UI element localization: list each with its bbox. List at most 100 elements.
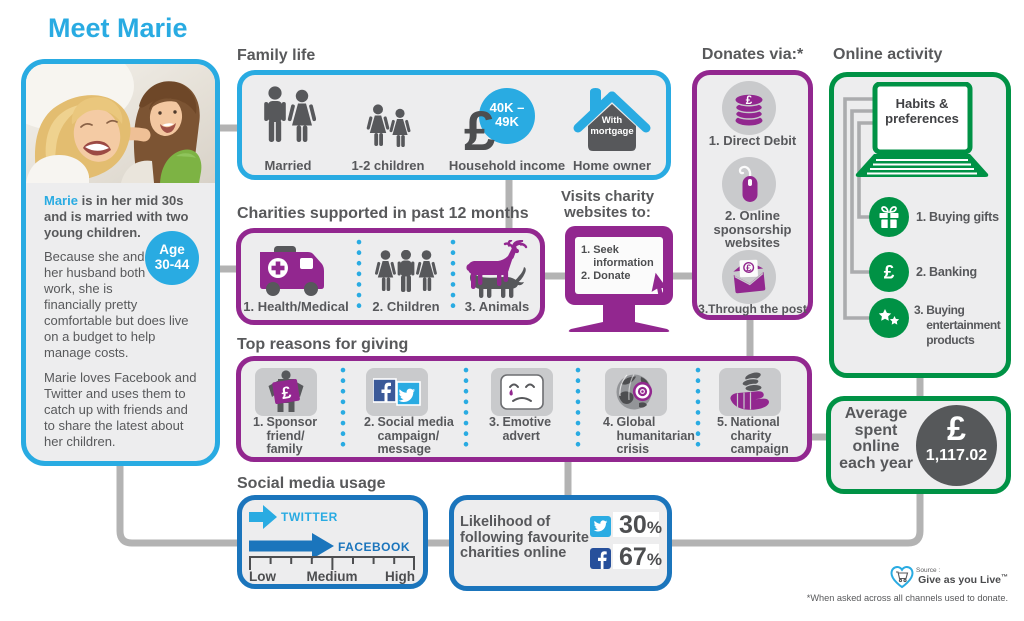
average-spent-text: Average spent online each year [839,405,913,472]
stars-icon [878,309,900,325]
divider-dotted [450,239,456,318]
pound-symbol: £ [464,99,496,162]
svg-text:£: £ [884,263,895,284]
social-media-tile [366,368,428,416]
children-icon [366,104,411,147]
likelihood-text: Likelihood of following favourite charit… [460,514,589,561]
likelihood-panel [449,495,672,591]
buying-gifts-circle [869,197,909,237]
household-income-label: Household income [448,158,566,173]
gift-icon [879,206,899,228]
profile-panel: Marie is in her mid 30s and is married w… [21,59,220,466]
charity-animals-label: 3. Animals [464,299,530,314]
facebook-twitter-icon [373,378,421,406]
average-pound-symbol: £ [947,410,966,448]
children-group-icon [375,250,437,292]
screen-item-donate: 2.Donate [581,270,631,282]
facebook-usage-label: FACEBOOK [338,540,411,554]
emotive-tile [491,368,553,416]
married-label: Married [264,158,312,173]
divider-dotted [340,367,346,454]
sad-face-icon [500,374,544,410]
banking-pound-icon: £ [884,263,895,284]
emotive-label: 3.Emotive advert [489,415,552,443]
global-crisis-tile [605,368,667,416]
married-couple-icon [264,86,316,142]
sponsor-tile: £ [255,368,317,416]
post-label: 3.Through the post [698,302,807,316]
house-icon [573,88,651,151]
divider-dotted [463,367,469,454]
charities-label: Charities supported in past 12 months [237,205,529,222]
coins-icon: £ [734,94,764,126]
national-campaign-tile [719,368,781,416]
laptop-connector-lines [843,97,876,320]
divider-dotted [695,367,701,454]
house-mortgage-text: With mortgage [590,115,634,137]
direct-debit-label: 1. Direct Debit [708,133,797,148]
hand-coins-icon [730,372,769,410]
give-as-you-live-logo [890,565,914,589]
home-owner-label: Home owner [572,158,651,173]
social-usage-label: Social media usage [237,475,386,492]
charity-children-label: 2. Children [372,299,440,314]
children-label: 1-2 children [351,158,425,173]
monitor-screen-text: 1.Seek information 2.Donate [581,244,659,283]
online-sponsorship-circle [722,157,776,211]
twitter-usage-label: TWITTER [281,510,338,524]
visits-label: Visits charity websites to: [560,188,655,221]
twitter-bird-icon [593,520,608,532]
svg-text:£: £ [746,95,753,107]
brand-name: Give as you Live™ [918,574,1008,586]
profile-para2-text: Because she and her husband both work, s… [44,249,189,360]
entertainment-circle [869,298,909,338]
profile-para2: Because she and her husband both work, s… [44,249,197,361]
sponsor-person-icon: £ [268,370,304,412]
banking-label: 2.Banking [916,265,977,279]
divider-dotted [575,367,581,454]
globe-icon [616,374,653,410]
profile-intro: Marie is in her mid 30s and is married w… [44,193,189,240]
twitter-arrow [249,505,277,529]
monitor-icon [565,226,673,332]
svg-text:£: £ [746,263,752,274]
profile-photo [26,64,215,183]
donates-label: Donates via:* [701,46,804,63]
post-circle: £ [722,250,776,304]
social-media-label: 2.Social media campaign/ message [364,415,454,456]
mouse-icon [738,165,758,202]
animals-icon [466,240,528,298]
scale-high-label: High [385,569,415,584]
source-label: Source : [916,567,941,574]
global-crisis-label: 4.Global humanitarian crisis [603,415,695,456]
facebook-percentage: 67% [619,543,662,571]
age-badge: Age 30-44 [145,231,199,285]
page-title: Meet Marie [48,13,188,43]
svg-text:£: £ [280,383,293,403]
buying-gifts-label: 1.Buying gifts [916,210,999,224]
facebook-f-icon [598,551,607,569]
twitter-percentage: 30% [619,511,662,539]
charity-health-label: 1. Health/Medical [243,299,349,314]
online-activity-label: Online activity [833,46,943,63]
entertainment-label: 3.Buying entertainment products [914,303,1001,347]
average-amount: 1,117.02 [925,447,988,464]
national-campaign-label: 5.National charity campaign [717,415,789,456]
footnote: *When asked across all channels used to … [806,593,1008,603]
ambulance-icon [260,246,324,296]
top-reasons-label: Top reasons for giving [237,336,409,353]
online-sponsorship-label: 2. Online sponsorship websites [713,208,792,250]
cursor-icon [651,272,668,297]
twitter-icon [590,516,611,537]
scale-low-label: Low [249,569,276,584]
scale-medium-label: Medium [306,569,358,584]
profile-para3: Marie loves Facebook and Twitter and use… [44,370,197,449]
screen-item-seek: 1.Seek information [581,244,654,269]
income-bubble: 40K – 49K [479,88,535,144]
profile-name: Marie [44,193,78,208]
laptop-screen-text: Habits & preferences [885,96,959,126]
divider-dotted [356,239,362,318]
family-life-label: Family life [237,47,316,64]
